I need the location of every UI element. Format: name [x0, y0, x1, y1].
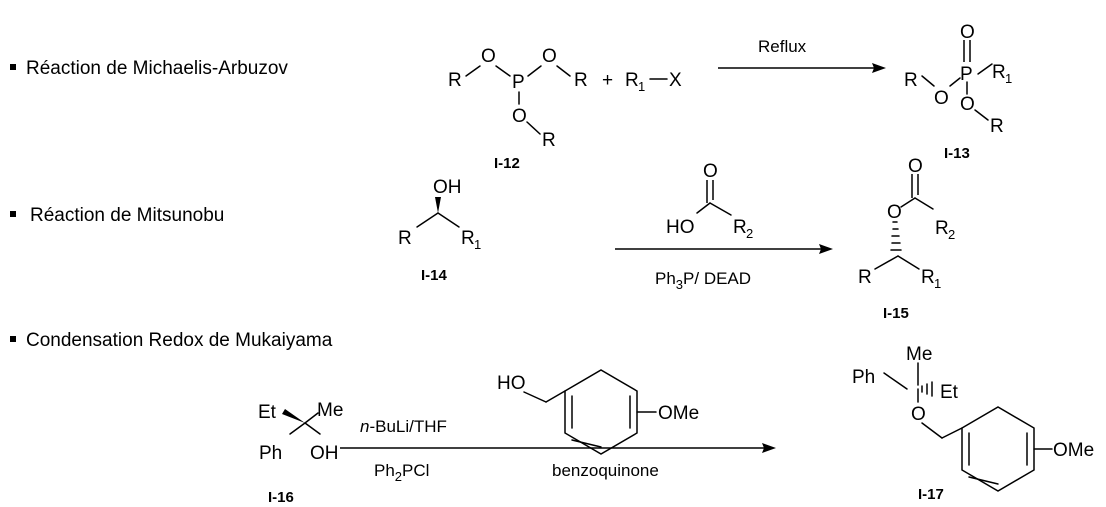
atom-r: R [733, 217, 747, 238]
compound-id: I-13 [944, 145, 970, 162]
atom-ho: HO [497, 373, 526, 394]
atom-o: O [911, 404, 926, 425]
bullet-marker [10, 64, 16, 70]
reactant-structure: R O P O R O R [448, 46, 588, 151]
atom-o: O [960, 94, 975, 115]
reaction-arrow [480, 443, 776, 453]
reactant-structure: OH R R 1 [398, 177, 481, 252]
atom-ome: OMe [1053, 440, 1094, 461]
atom-o: O [934, 88, 949, 109]
atom-x: X [669, 70, 682, 91]
compound-id: I-14 [421, 267, 448, 284]
atom-r: R [904, 70, 918, 91]
compound-id: I-17 [918, 486, 944, 503]
subscript: 1 [638, 79, 645, 94]
bullet-marker [10, 211, 16, 217]
compound-id: I-12 [494, 155, 520, 172]
atom-o: O [887, 202, 902, 223]
atom-o: O [960, 22, 975, 43]
atom-r: R [992, 62, 1006, 83]
atom-p: P [512, 72, 525, 93]
atom-r: R [398, 228, 412, 249]
reagent-structure: HO OMe [497, 369, 699, 455]
reaction-title: Condensation Redox de Mukaiyama [26, 330, 333, 351]
product-structure: O O R 2 R R 1 [858, 156, 955, 291]
product-structure: Me Ph Et O OMe [852, 344, 1094, 492]
atom-ph: Ph [852, 367, 875, 388]
subscript: 2 [746, 226, 753, 241]
hashed-bond [890, 221, 902, 251]
atom-o: O [703, 161, 718, 182]
subscript: 1 [1005, 71, 1012, 86]
subscript: 2 [948, 227, 955, 242]
reagent-structure: HO O R 2 [666, 161, 753, 241]
reaction-condition: benzoquinone [552, 461, 659, 480]
atom-et: Et [258, 402, 277, 423]
atom-ome: OMe [658, 403, 699, 424]
reaction-arrow [718, 63, 886, 73]
atom-r: R [625, 70, 639, 91]
atom-o: O [542, 46, 557, 67]
atom-ph: Ph [259, 443, 282, 464]
atom-r: R [448, 70, 462, 91]
subscript: 1 [474, 237, 481, 252]
atom-r: R [990, 116, 1004, 137]
atom-r: R [542, 130, 556, 151]
reaction-condition: Ph2PCl [374, 461, 429, 484]
atom-et: Et [940, 382, 959, 403]
reaction-title: Réaction de Mitsunobu [30, 205, 224, 226]
reaction-arrow [615, 244, 833, 254]
subscript: 1 [934, 276, 941, 291]
hashed-bond [921, 381, 933, 397]
reaction-mitsunobu: Réaction de Mitsunobu OH R R 1 I-14 HO O… [10, 156, 955, 322]
reaction-mukaiyama: Condensation Redox de Mukaiyama Et Me Ph… [10, 330, 1094, 506]
plus-sign: + [602, 70, 613, 91]
bullet-marker [10, 336, 16, 342]
atom-r: R [461, 228, 475, 249]
atom-r: R [574, 70, 588, 91]
atom-r: R [858, 267, 872, 288]
atom-r: R [935, 218, 949, 239]
reaction-michaelis-arbuzov: Réaction de Michaelis-Arbuzov R O P O R … [10, 22, 1012, 172]
atom-p: P [960, 64, 973, 85]
reactant-structure: Et Me Ph OH [258, 400, 343, 464]
atom-me: Me [906, 344, 932, 365]
atom-o: O [908, 156, 923, 177]
atom-o: O [481, 46, 496, 67]
product-structure: R O P O R 1 O R [904, 22, 1012, 137]
atom-me: Me [317, 400, 343, 421]
atom-ho: HO [666, 217, 695, 238]
atom-o: O [512, 106, 527, 127]
reaction-condition: Ph3P/ DEAD [655, 269, 751, 292]
reaction-title: Réaction de Michaelis-Arbuzov [26, 58, 288, 79]
compound-id: I-15 [883, 305, 909, 322]
compound-id: I-16 [268, 489, 294, 506]
reaction-condition: n-BuLi/THF [360, 417, 447, 436]
reaction-condition: Reflux [758, 37, 807, 56]
atom-oh: OH [433, 177, 462, 198]
atom-oh: OH [310, 443, 339, 464]
atom-r: R [921, 267, 935, 288]
